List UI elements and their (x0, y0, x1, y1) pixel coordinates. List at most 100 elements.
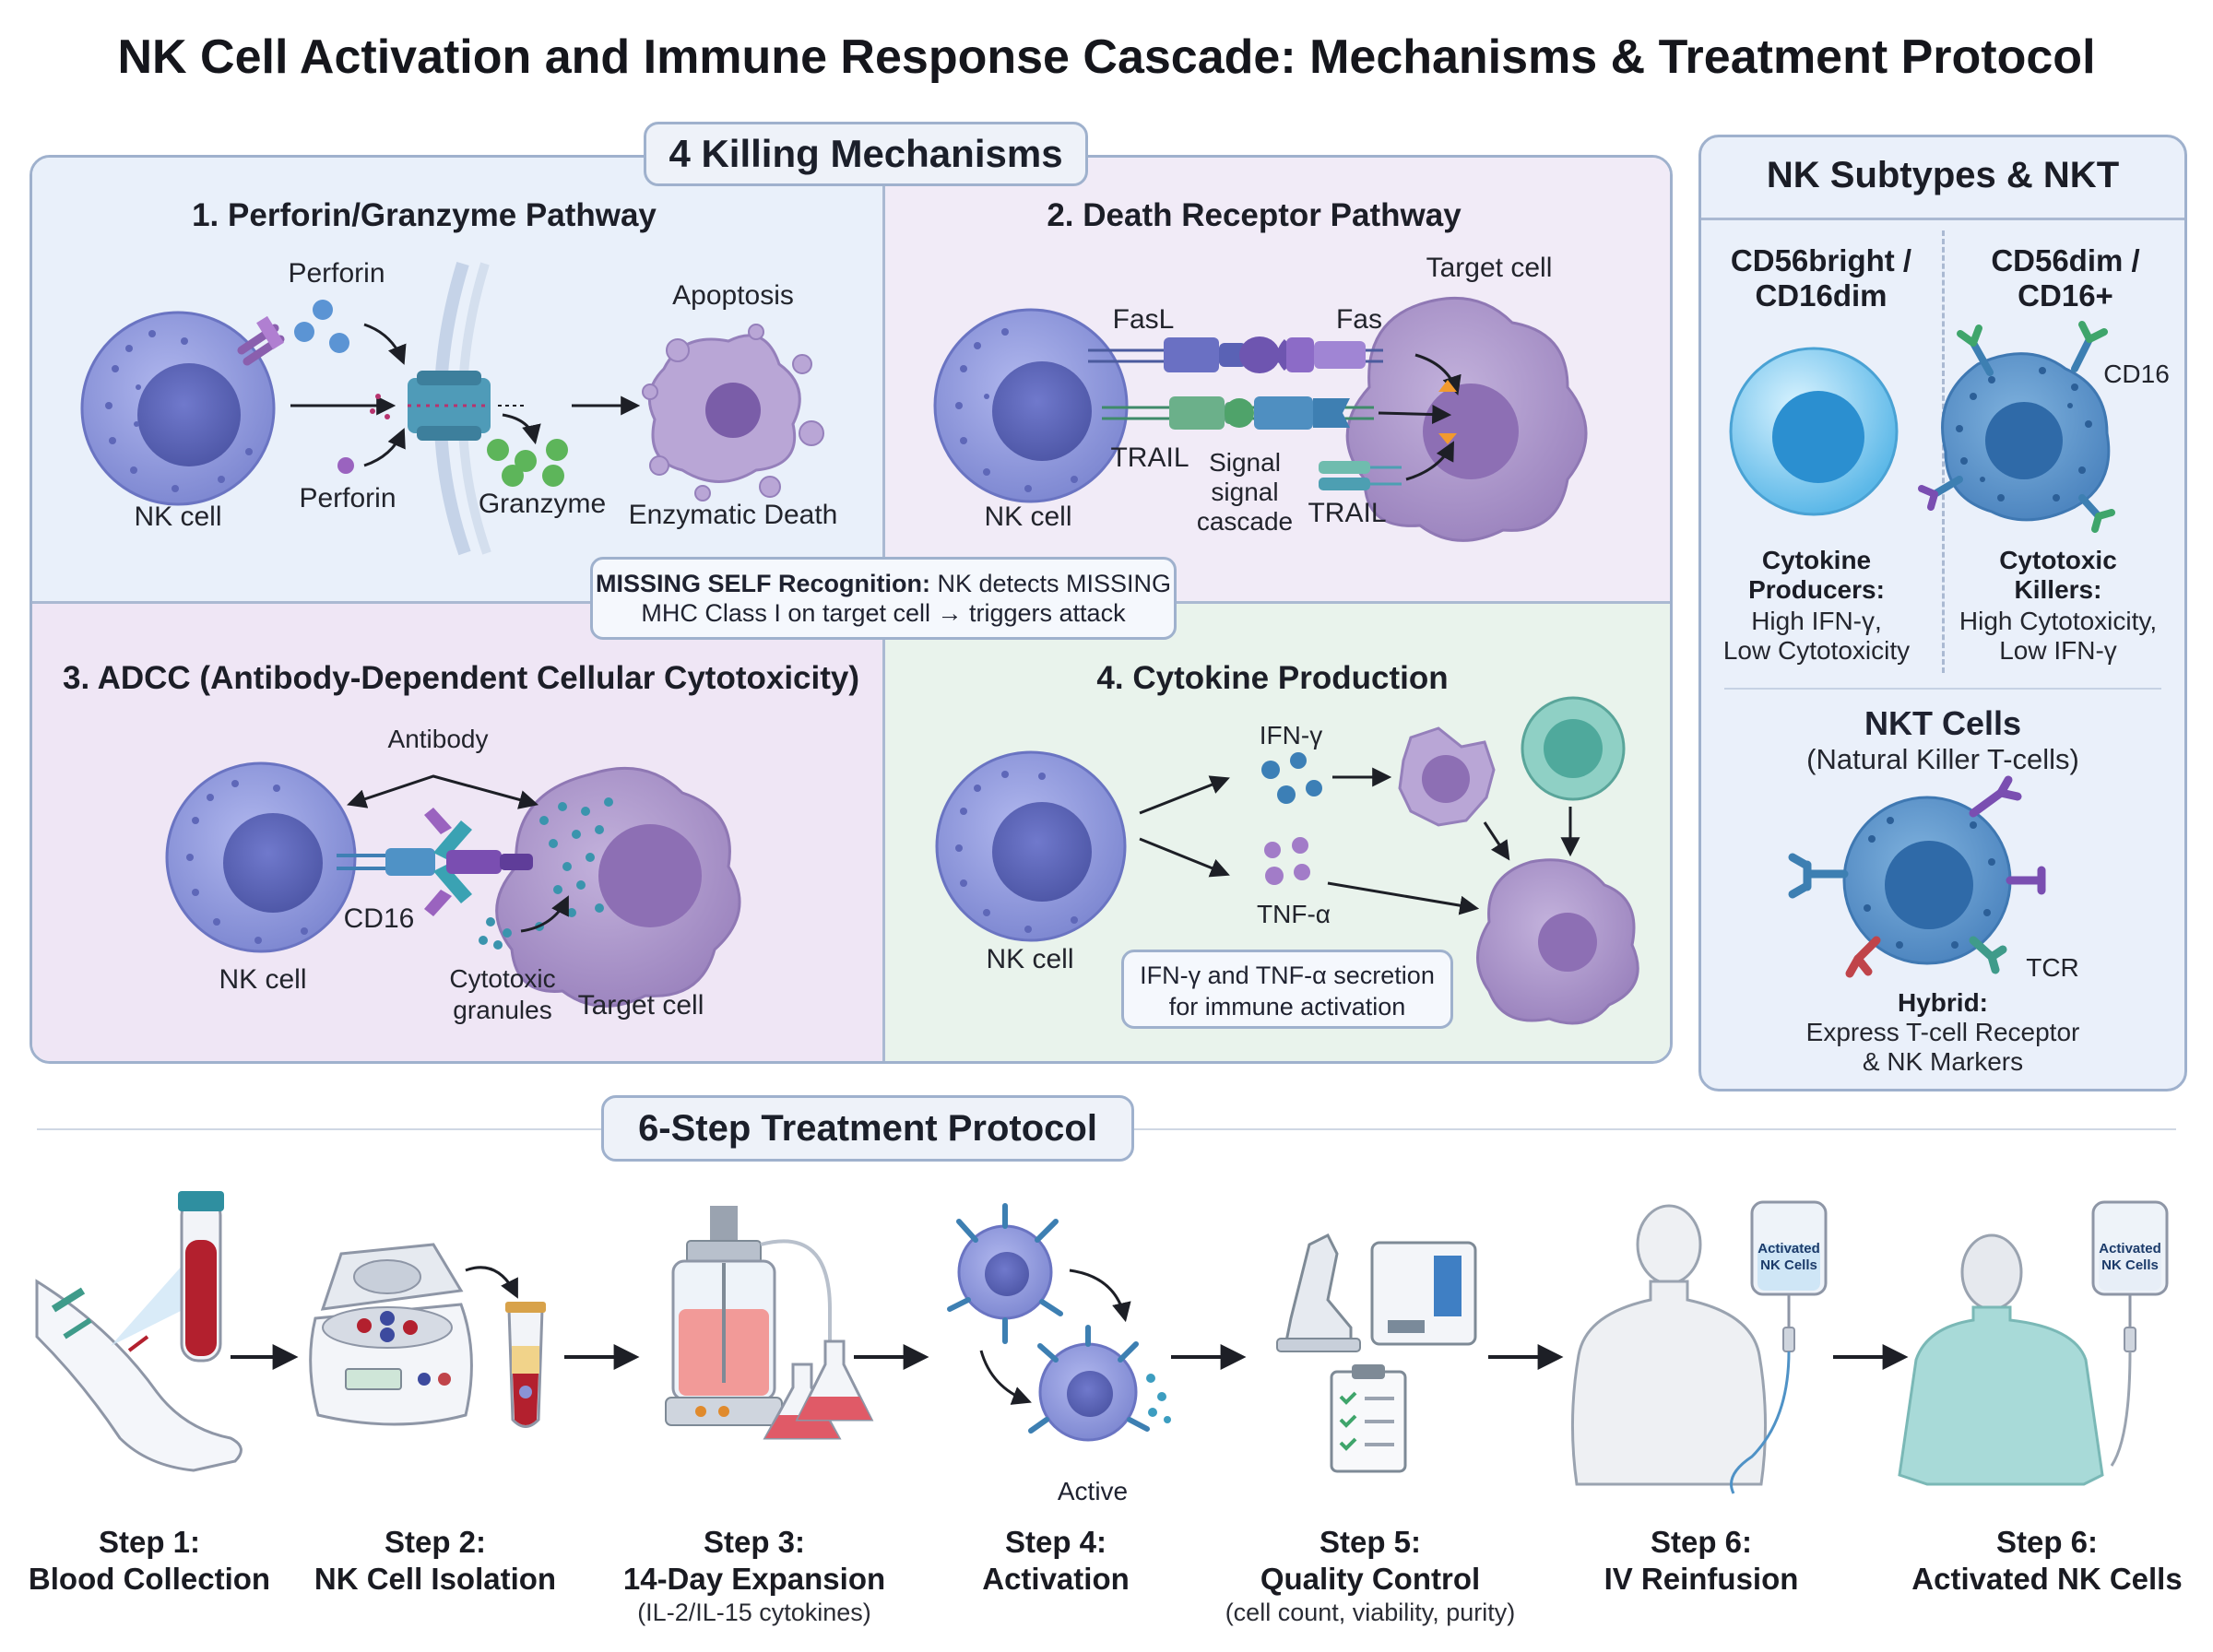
q4-ifn-label: IFN-γ (1259, 721, 1323, 749)
immune-cell-icon (1398, 726, 1496, 827)
quality-control-icon (1276, 1233, 1477, 1473)
cytokine-secretion-box: IFN-γ and TNF-α secretion for immune act… (1121, 950, 1453, 1029)
bright-desc-1: High IFN-γ, (1751, 607, 1882, 635)
apoptotic-cell-icon (642, 324, 824, 502)
q2-target-cell-label: Target cell (1426, 253, 1553, 283)
cd56dim-cell-icon (1941, 352, 2111, 522)
cd56bright-cell-icon (1729, 347, 1899, 516)
q3-target-cell-label: Target cell (577, 990, 704, 1021)
bright-desc-2: Low Cytotoxicity (1722, 636, 1911, 665)
iv-reinfusion-icon (1570, 1200, 1828, 1494)
nkt-divider (1724, 688, 2161, 690)
q1-granzyme-label: Granzyme (478, 489, 607, 519)
step-3-name: 14-Day Expansion (622, 1562, 886, 1596)
dim-name-1: CD56dim / (1991, 243, 2140, 277)
tnf-dots (1264, 837, 1310, 885)
step-5-sub: (cell count, viability, purity) (1225, 1599, 1516, 1626)
perforin-dots (294, 300, 349, 353)
nk-cell-icon (80, 311, 276, 506)
q3-granules-label-1: Cytotoxic (449, 964, 556, 993)
nk-cell-icon (165, 761, 357, 953)
killing-mechanisms-header: 4 Killing Mechanisms (644, 122, 1088, 186)
missing-self-line2: MHC Class I on target cell → triggers at… (641, 599, 1126, 627)
page-title: NK Cell Activation and Immune Response C… (117, 30, 2096, 84)
q2-trail-right-label: TRAIL (1308, 498, 1387, 528)
q3-antibody-label: Antibody (387, 725, 489, 753)
patient-bag-label-1: Activated (2099, 1241, 2161, 1257)
nkt-hybrid-label: Hybrid: (1898, 988, 1988, 1017)
nk-cell-icon (935, 750, 1127, 942)
q4-title: 4. Cytokine Production (1096, 660, 1449, 696)
q1-nk-cell-label: NK cell (134, 502, 222, 532)
step-2-name: NK Cell Isolation (314, 1562, 557, 1596)
bright-role-1: Cytokine (1761, 546, 1872, 574)
step-4-name: Activation (982, 1562, 1130, 1596)
dim-name-2: CD16+ (2018, 278, 2113, 313)
granzyme-dots (487, 439, 568, 487)
dim-role-2: Killers: (2014, 575, 2102, 604)
protocol-header: 6-Step Treatment Protocol (601, 1095, 1134, 1162)
q3-granules-label-2: granules (453, 996, 552, 1024)
q1-enzymatic-death-label: Enzymatic Death (628, 500, 838, 530)
bright-name-1: CD56bright / (1730, 243, 1912, 277)
q2-nk-cell-label: NK cell (984, 502, 1072, 532)
q2-signal-label-3: cascade (1196, 507, 1294, 536)
nkt-desc-1: Express T-cell Receptor (1805, 1018, 2080, 1046)
missing-self-bold: MISSING SELF Recognition: (595, 570, 930, 597)
bright-name-2: CD16dim (1755, 278, 1888, 313)
step-7-title: Step 6: (1995, 1525, 2099, 1559)
missing-self-rest: NK detects MISSING (929, 570, 1172, 597)
nkt-tcr-label: TCR (2026, 953, 2079, 982)
missing-self-box: MISSING SELF Recognition: NK detects MIS… (590, 557, 1177, 640)
step-5-name: Quality Control (1260, 1562, 1481, 1596)
dim-desc-1: High Cytotoxicity, (1959, 607, 2158, 635)
step-1-title: Step 1: (98, 1525, 201, 1559)
subtypes-header-divider (1701, 218, 2184, 220)
step-6-title: Step 6: (1650, 1525, 1753, 1559)
q1-apoptosis-label: Apoptosis (672, 280, 794, 311)
step-2-title: Step 2: (384, 1525, 487, 1559)
iv-bag-label-1: Activated (1757, 1241, 1820, 1257)
iv-bag-label-2: NK Cells (1760, 1257, 1817, 1273)
activated-patient-icon (1898, 1200, 2169, 1486)
step-6-name: IV Reinfusion (1604, 1562, 1799, 1596)
step-5-title: Step 5: (1319, 1525, 1422, 1559)
step-1-name: Blood Collection (28, 1562, 271, 1596)
blood-collection-icon (35, 1191, 243, 1472)
q2-signal-label-1: Signal (1209, 448, 1281, 477)
q1-title: 1. Perforin/Granzyme Pathway (192, 197, 657, 233)
q2-fasl-label: FasL (1112, 304, 1175, 335)
bright-role-2: Producers: (1748, 575, 1885, 604)
cytokine-box-line2: for immune activation (1168, 993, 1406, 1021)
t-cell-icon (1521, 696, 1626, 801)
q2-title: 2. Death Receptor Pathway (1047, 197, 1462, 233)
q2-trail-left-label: TRAIL (1110, 442, 1189, 473)
nkt-desc-2: & NK Markers (1862, 1047, 2024, 1076)
dim-desc-2: Low IFN-γ (1999, 636, 2117, 665)
subtypes-header: NK Subtypes & NKT (1766, 155, 2120, 195)
q1-perforin-bottom-label: Perforin (299, 483, 396, 513)
q3-title: 3. ADCC (Antibody-Dependent Cellular Cyt… (62, 660, 860, 696)
nkt-title: NKT Cells (1864, 704, 2022, 742)
dim-role-1: Cytotoxic (1999, 546, 2117, 574)
nk-cell-icon (933, 308, 1129, 503)
q3-cd16-label: CD16 (343, 903, 415, 934)
q2-signal-label-2: signal (1211, 478, 1279, 506)
q4-tnf-label: TNF-α (1257, 900, 1331, 928)
target-cell-icon (1476, 858, 1639, 1025)
q2-fas-label: Fas (1335, 304, 1382, 335)
ifn-dots (1261, 752, 1322, 804)
q1-perforin-top-label: Perforin (288, 258, 385, 289)
step-3-title: Step 3: (703, 1525, 806, 1559)
step-4-title: Step 4: (1004, 1525, 1107, 1559)
activated-cells-icon (947, 1203, 1171, 1442)
cytokine-box-line1: IFN-γ and TNF-α secretion (1140, 962, 1435, 989)
nkt-subtitle: (Natural Killer T-cells) (1806, 743, 2079, 775)
patient-bag-label-2: NK Cells (2101, 1257, 2159, 1273)
